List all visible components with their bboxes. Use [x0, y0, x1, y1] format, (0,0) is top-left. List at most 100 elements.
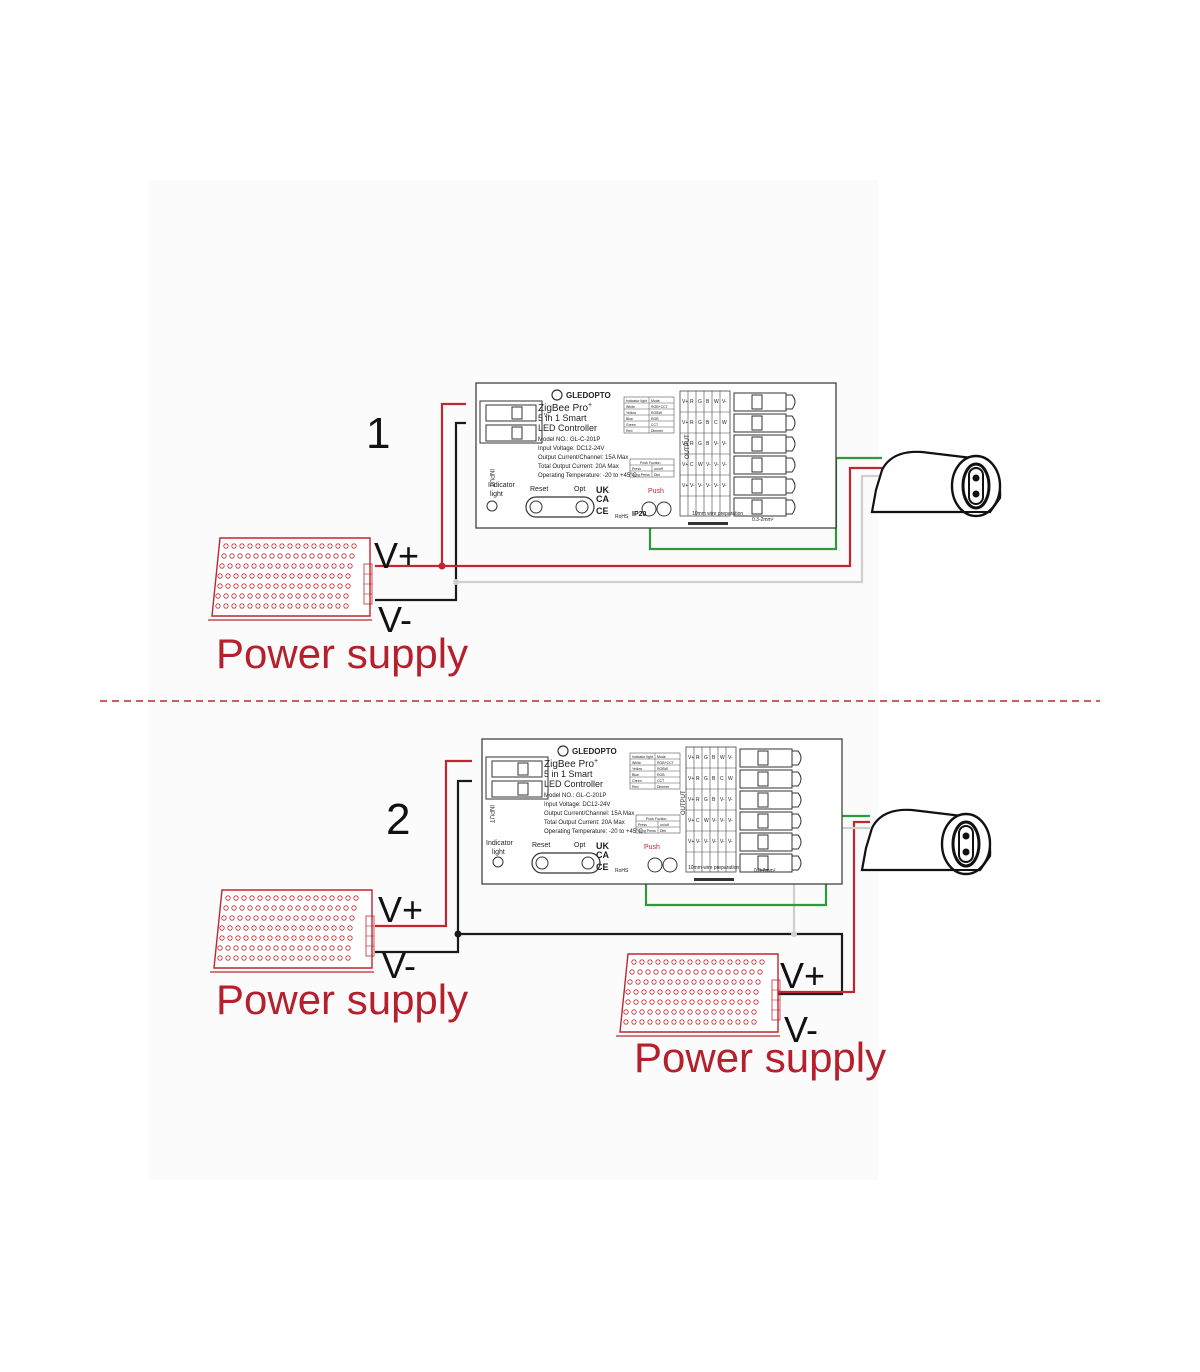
ip-rating: IP20: [632, 511, 647, 518]
output-grid-cell: B: [712, 776, 716, 782]
output-grid-cell: V+: [688, 776, 694, 782]
push-table-cell: on/off: [654, 467, 663, 471]
output-current: Output Current/Channel: 15A Max: [538, 455, 628, 461]
output-grid-cell: V-: [720, 797, 725, 803]
diagram-number-2: 2: [386, 795, 410, 844]
brand-logo-text: GLEDOPTO: [566, 391, 611, 400]
output-grid-cell: C: [690, 462, 694, 468]
mode-table-cell: Yellow: [626, 411, 636, 415]
output-grid-cell: V-: [714, 483, 719, 489]
mode-table-cell: Blue: [626, 417, 633, 421]
push-label: Push: [648, 488, 664, 495]
output-grid-cell: V-: [720, 818, 725, 824]
wire-white-led-1: [456, 474, 882, 584]
output-grid-cell: V+: [688, 797, 694, 803]
reset-label: Reset: [530, 486, 548, 493]
mode-table-header-1: Indicator light: [626, 399, 647, 403]
total-current: Total Output Current: 20A Max: [538, 464, 619, 470]
output-grid-cell: W: [698, 462, 703, 468]
push-label: Push: [644, 844, 660, 851]
psu-vplus-label-2a: V+: [378, 889, 423, 930]
push-table-header: Push Fuction: [646, 817, 666, 821]
output-grid-cell: C: [714, 420, 718, 426]
rohs-mark: RoHS: [615, 514, 629, 520]
output-grid-cell: G: [698, 399, 702, 405]
uk-mark: UK: [596, 841, 609, 851]
output-grid-cell: V-: [722, 483, 727, 489]
junction-red-1: [438, 562, 446, 570]
svg-text:ZigBee Pro+: ZigBee Pro+: [538, 402, 592, 414]
output-label: OUTPUT: [681, 790, 687, 815]
push-table-cell: Long Press: [632, 473, 650, 477]
mode-table: Indicator light Mode White RGB+CCT Yello…: [632, 755, 675, 833]
output-grid-cell: B: [706, 441, 710, 447]
diagram-1: GLEDOPTO ZigBee Pro+ 5 in 1 Smart LED Co…: [207, 382, 1002, 677]
output-grid-cell: V-: [722, 399, 727, 405]
mode-table-cell: Blue: [632, 773, 639, 777]
output-grid-cell: V+: [682, 462, 688, 468]
input-voltage: Input Voltage: DC12-24V: [544, 802, 610, 808]
junction-white-2: [791, 931, 797, 937]
mode-table-cell: White: [632, 761, 641, 765]
mode-table-cell: RGB+CCT: [651, 405, 669, 409]
output-grid-cell: W: [704, 818, 709, 824]
output-grid-cell: R: [690, 441, 694, 447]
output-grid-cell: G: [704, 755, 708, 761]
mode-table-cell: White: [626, 405, 635, 409]
output-grid-cell: V-: [722, 441, 727, 447]
output-current: Output Current/Channel: 15A Max: [544, 811, 634, 817]
output-grid-cell: V-: [714, 441, 719, 447]
wire-black-input-1: [375, 421, 466, 602]
led-strip-1: [870, 450, 1002, 518]
product-line-2: 5 in 1 Smart: [538, 413, 587, 423]
psu-vminus-label-2a: V-: [382, 945, 416, 986]
wire-red-led-1: [442, 466, 882, 568]
output-grid-cell: V-: [706, 483, 711, 489]
psu-label-2a: Power supply: [216, 976, 468, 1023]
output-grid-cell: V-: [706, 462, 711, 468]
psu-label-1: Power supply: [216, 630, 468, 677]
mode-table-cell: RGB: [657, 773, 665, 777]
brand-logo-text: GLEDOPTO: [572, 747, 617, 756]
output-grid-cell: B: [706, 399, 710, 405]
output-grid-cell: V-: [728, 797, 733, 803]
mode-table-cell: Green: [626, 423, 636, 427]
total-current: Total Output Current: 20A Max: [544, 820, 625, 826]
product-plus: +: [588, 402, 592, 409]
output-grid-cell: V-: [722, 462, 727, 468]
svg-text:ZigBee Pro+: ZigBee Pro+: [544, 758, 598, 770]
output-grid-cell: V+: [682, 399, 688, 405]
push-table-cell: Press: [632, 467, 641, 471]
output-grid-cell: G: [704, 797, 708, 803]
output-grid-cell: V+: [682, 483, 688, 489]
psu-label-2b: Power supply: [634, 1034, 886, 1081]
mode-table-cell: RGB: [651, 417, 659, 421]
product-plus: +: [594, 758, 598, 765]
output-grid-cell: W: [722, 420, 727, 426]
mode-table-cell: RGB+CCT: [657, 761, 675, 765]
push-table-cell: on/off: [660, 823, 669, 827]
output-grid-cell: V-: [696, 839, 701, 845]
output-grid-cell: R: [696, 776, 700, 782]
output-grid-cell: R: [696, 797, 700, 803]
psu-vplus-label-2b: V+: [780, 955, 825, 996]
controller-2-labels: GLEDOPTO ZigBee Pro+ 5 in 1 Smart LED Co…: [486, 747, 776, 874]
push-table-cell: Press: [638, 823, 647, 827]
indicator-label: Indicator: [486, 840, 514, 847]
output-grid-cell: B: [706, 420, 710, 426]
junction-black-2: [454, 930, 462, 938]
push-table-header: Push Fuction: [640, 461, 660, 465]
mode-table-cell: CCT: [651, 423, 659, 427]
mode-table-cell: RGBW: [657, 767, 669, 771]
output-grid-cell: V+: [688, 818, 694, 824]
power-supply-2a: [209, 889, 375, 973]
mode-table-cell: Red: [632, 785, 638, 789]
mode-table-cell: Dimmer: [657, 785, 670, 789]
output-grid-cell: R: [690, 399, 694, 405]
opt-label: Opt: [574, 486, 585, 493]
ca-mark: CA: [596, 494, 609, 504]
product-line-3: LED Controller: [538, 423, 597, 433]
mode-table-cell: CCT: [657, 779, 665, 783]
output-grid-cell: G: [698, 420, 702, 426]
